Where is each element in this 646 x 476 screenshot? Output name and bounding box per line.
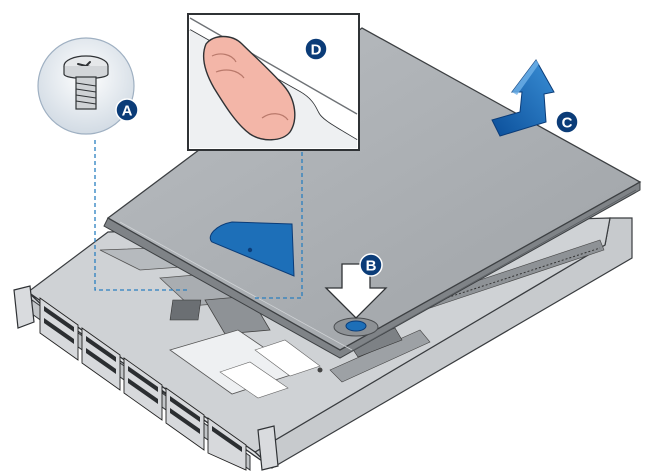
callout-d: D <box>304 37 328 61</box>
callout-b: B <box>359 253 383 277</box>
cover-label-plate <box>209 221 295 277</box>
arrow-c-slide-lift <box>491 59 555 137</box>
top-cover <box>103 27 642 373</box>
front-bezel <box>13 285 279 471</box>
screw-inset <box>37 37 135 135</box>
svg-text:B: B <box>366 258 377 275</box>
svg-text:A: A <box>122 103 133 120</box>
callout-c: C <box>555 110 579 134</box>
right-rack-handle <box>257 425 279 471</box>
svg-text:C: C <box>562 115 573 132</box>
leader-line-screw <box>94 140 188 291</box>
left-rack-handle <box>13 285 35 329</box>
callout-a: A <box>115 98 139 122</box>
leader-lines <box>94 140 303 299</box>
cover-release-button <box>345 320 367 332</box>
svg-text:D: D <box>311 42 322 59</box>
latch-detail-inset <box>187 13 360 151</box>
